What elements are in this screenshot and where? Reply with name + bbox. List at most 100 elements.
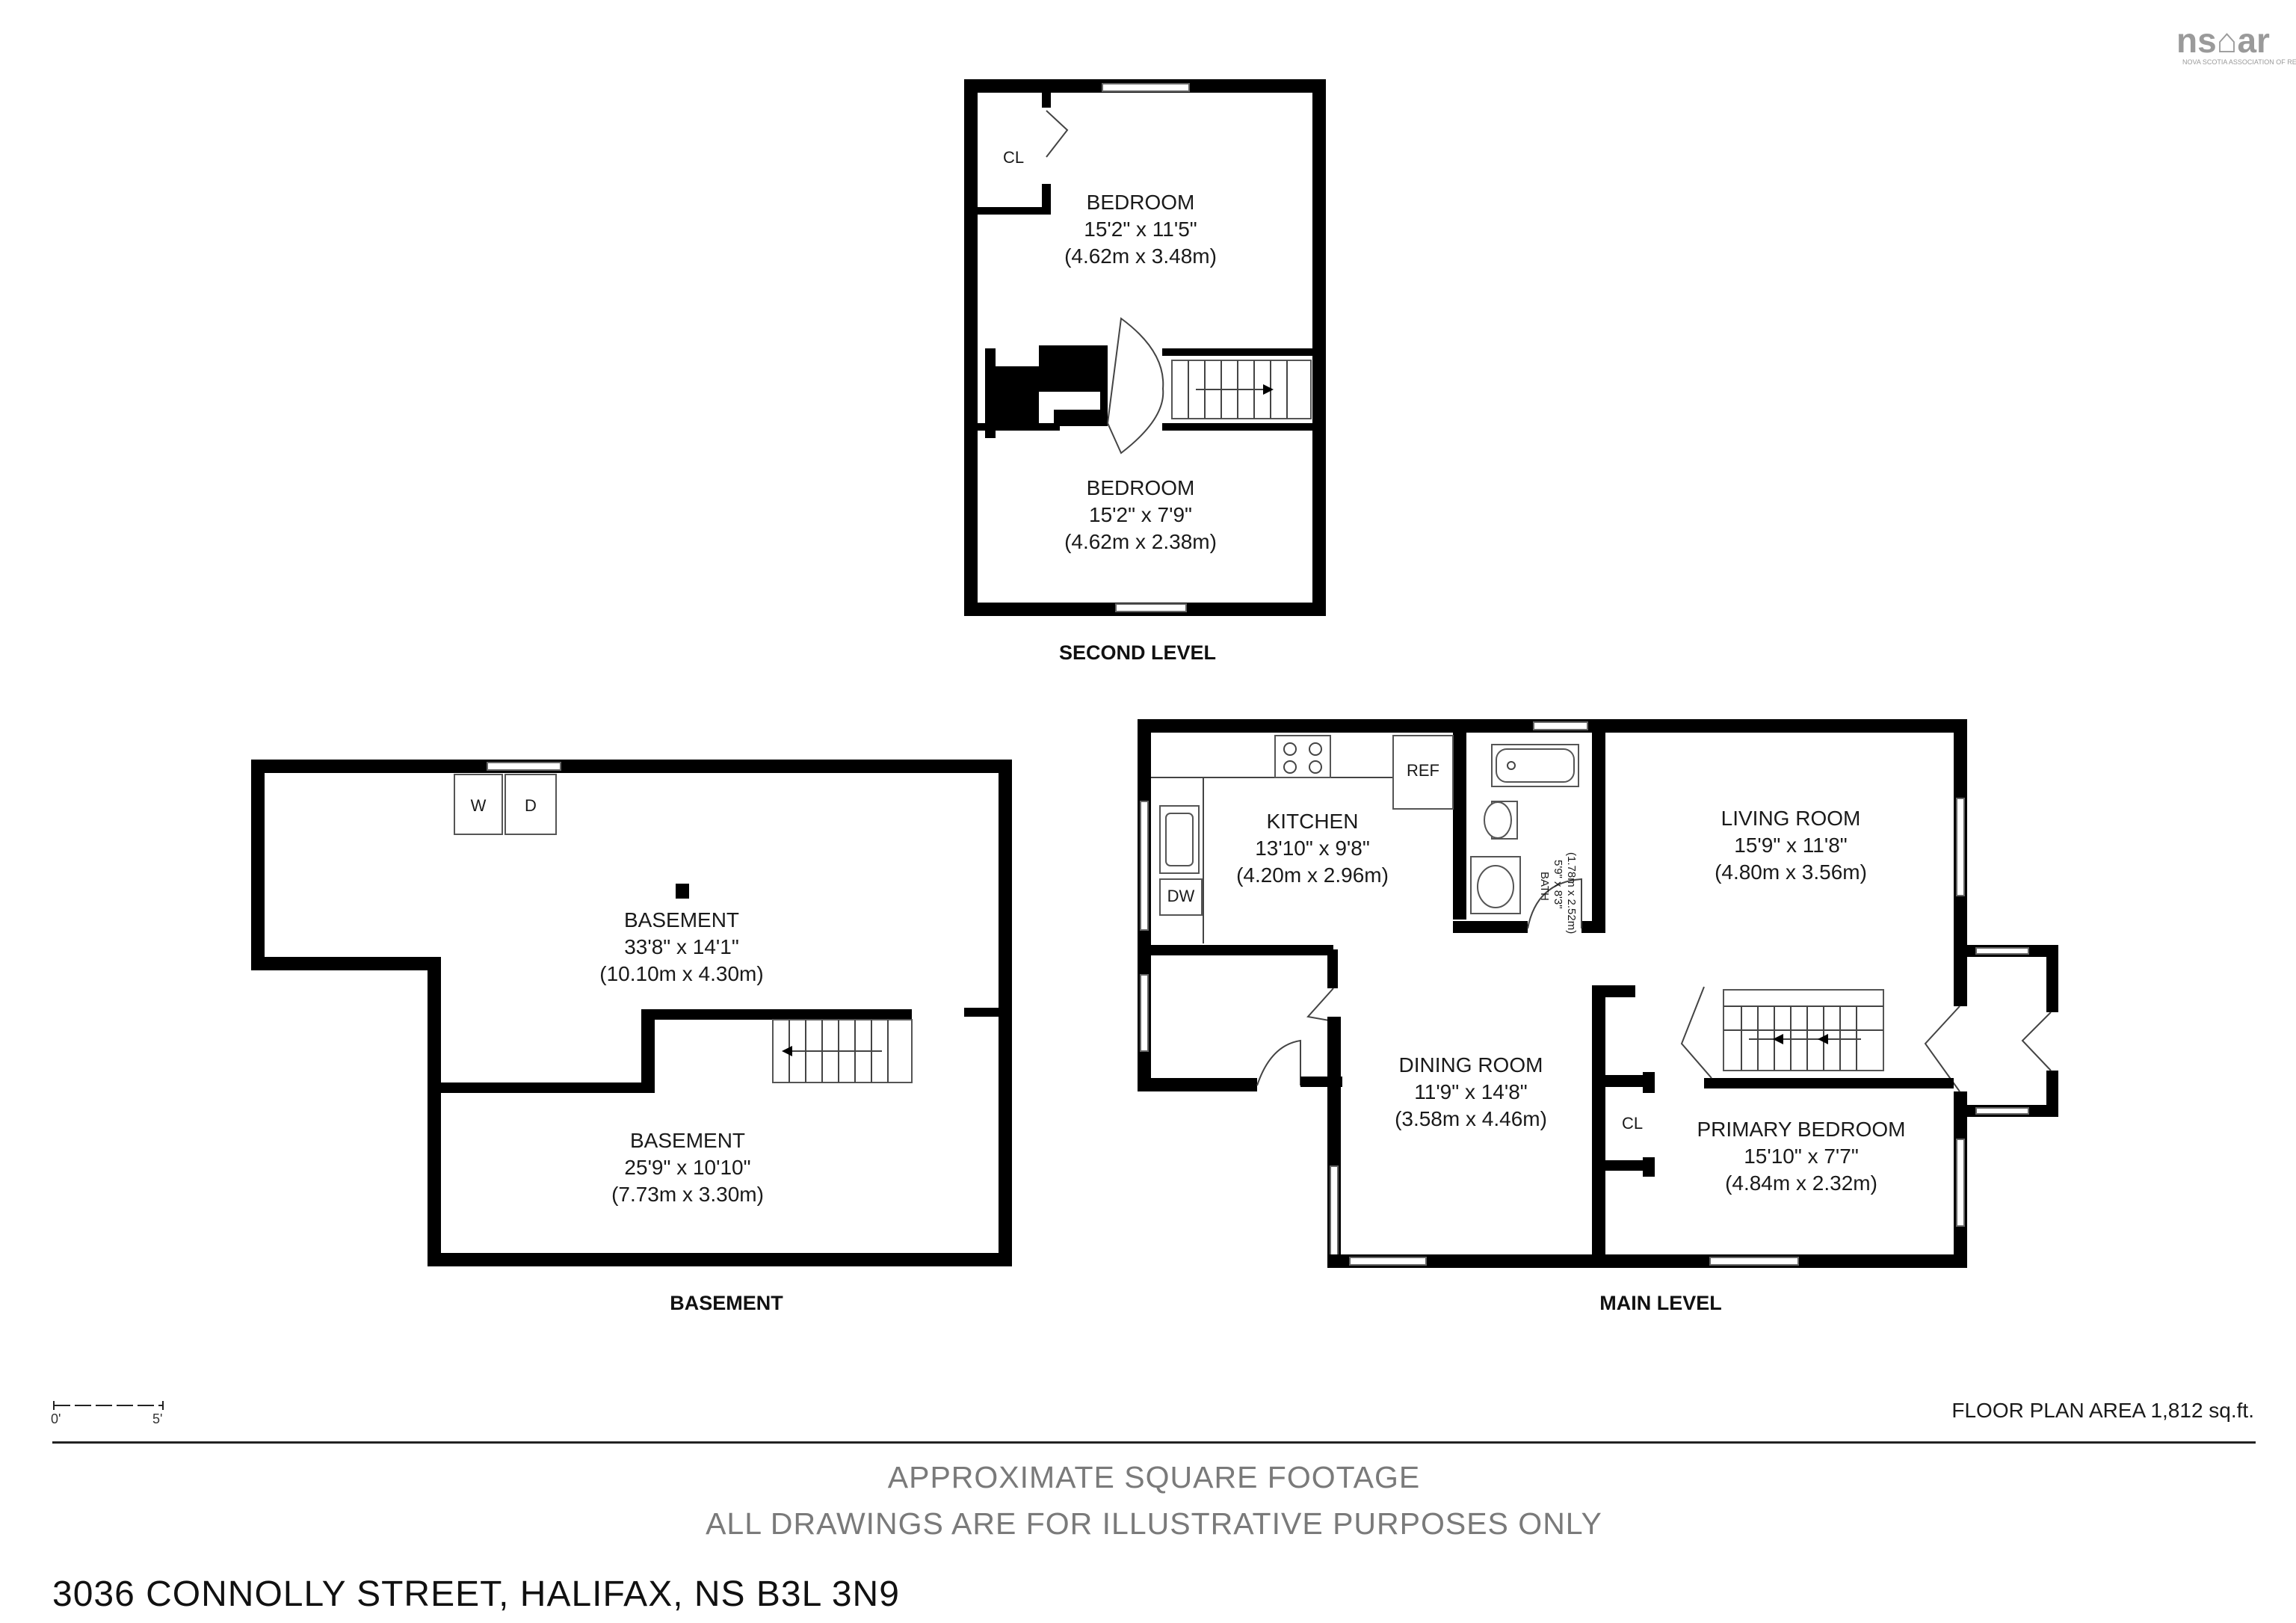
washer [454,774,503,835]
window [487,762,561,771]
door-swing [1106,317,1164,455]
second-level-plan: CL BEDROOM 15'2" x 11'5" (4.62m x 3.48m)… [964,79,1326,664]
toilet-bowl [1484,801,1512,839]
room-dimensions: 11'9" x 14'8" [1414,1080,1527,1103]
wall [1643,1157,1655,1177]
wall [1605,1075,1655,1087]
stair-arrow-icon [1773,1034,1783,1044]
wall [978,423,1060,431]
property-address: 3036 CONNOLLY STREET, HALIFAX, NS B3L 3N… [52,1574,900,1614]
room-dimensions: 13'10" x 9'8" [1255,837,1370,860]
room-dimensions-metric: (4.20m x 2.96m) [1236,863,1389,887]
scale-ticks [53,1401,164,1410]
room-dimensions-metric: (10.10m x 4.30m) [599,962,763,985]
bath-dimensions: 5'9" x 8'3" [1552,860,1564,909]
room-dimensions: 15'9" x 11'8" [1734,834,1847,857]
wall [1054,410,1100,426]
room-dimensions-metric: (4.62m x 3.48m) [1064,244,1217,268]
support-post [676,884,689,899]
wall [964,79,978,616]
wall [428,1253,1012,1266]
level-title-main: MAIN LEVEL [1599,1292,1722,1314]
dishwasher [1159,878,1203,916]
stair-arrow-icon [1818,1034,1828,1044]
room-name: BASEMENT [624,908,739,931]
wall [1643,1072,1655,1093]
wall [1327,949,1338,988]
wall [999,760,1012,1266]
logo-text: ns⌂ar [2176,21,2270,60]
door-swing [1924,1005,1960,1092]
tub-drain [1507,761,1516,770]
refrigerator [1392,735,1454,810]
door-swing [1680,986,1712,1079]
burner [1309,760,1322,774]
burner [1283,760,1297,774]
footer-note-1: APPROXIMATE SQUARE FOOTAGE [888,1460,1420,1494]
wall [251,760,265,970]
window [1115,603,1187,612]
level-title-basement: BASEMENT [670,1292,783,1314]
bath-dimensions-metric: (1.78m x 2.52m) [1565,852,1578,934]
room-dimensions-metric: (7.73m x 3.30m) [611,1183,764,1206]
room-dimensions-metric: (3.58m x 4.46m) [1395,1107,1547,1130]
basement-plan: W D BASEMENT 33'8" x 14'1" (10.10m x 4.3… [251,760,1012,1314]
washer-label: W [471,796,487,815]
dryer-label: D [525,796,537,815]
window [1975,1107,2029,1115]
wall [972,207,1051,215]
chimney [996,366,1039,425]
room-name: DINING ROOM [1399,1053,1543,1077]
door-swing [2021,1011,2052,1071]
window [1140,801,1149,931]
window [1975,947,2029,955]
closet-door [1046,110,1069,158]
wall [641,1009,912,1020]
wall [1592,719,1605,933]
wall [1704,1078,1954,1088]
wall [2046,945,2058,1012]
wall [1138,1078,1257,1091]
wall [1042,184,1051,214]
wall [1605,1160,1655,1171]
stove [1274,735,1331,778]
window [1330,1165,1339,1258]
closet-label: CL [1622,1114,1643,1133]
room-dimensions: 33'8" x 14'1" [624,935,739,958]
scale-end-label: 5' [152,1411,162,1426]
wall [2046,1071,2058,1117]
footer-note-2: ALL DRAWINGS ARE FOR ILLUSTRATIVE PURPOS… [706,1506,1602,1541]
room-dimensions: 25'9" x 10'10" [624,1156,750,1179]
wall [251,957,441,970]
wall [641,1009,655,1093]
nsar-logo: ns⌂ar NOVA SCOTIA ASSOCIATION OF REALTOR… [2176,21,2296,66]
wall [1162,423,1312,431]
dryer [504,774,557,835]
room-name: PRIMARY BEDROOM [1697,1118,1905,1141]
room-name: KITCHEN [1267,810,1359,833]
wall [1100,345,1108,426]
door-swing [1306,988,1334,1022]
level-title-second: SECOND LEVEL [1059,641,1216,664]
room-name: BEDROOM [1087,191,1195,214]
room-name: LIVING ROOM [1721,807,1861,830]
dishwasher-label: DW [1167,887,1195,905]
bathtub-basin [1496,748,1575,783]
bath-name: BATH [1538,872,1551,901]
window [1140,974,1149,1052]
room-dimensions-metric: (4.62m x 2.38m) [1064,530,1217,553]
stair-arrow-icon [782,1046,792,1056]
room-name: BEDROOM [1087,476,1195,499]
room-name: BASEMENT [630,1129,745,1152]
fridge-label: REF [1407,761,1439,780]
wall [1162,348,1312,356]
wall [964,1008,999,1017]
wall [1592,985,1605,1268]
window [1533,721,1588,730]
kitchen-sink-basin [1165,813,1194,866]
wall [1151,945,1333,955]
stair-arrow-icon [1263,384,1274,395]
wall [1312,79,1326,616]
burner [1283,742,1297,756]
wall [1453,719,1466,920]
